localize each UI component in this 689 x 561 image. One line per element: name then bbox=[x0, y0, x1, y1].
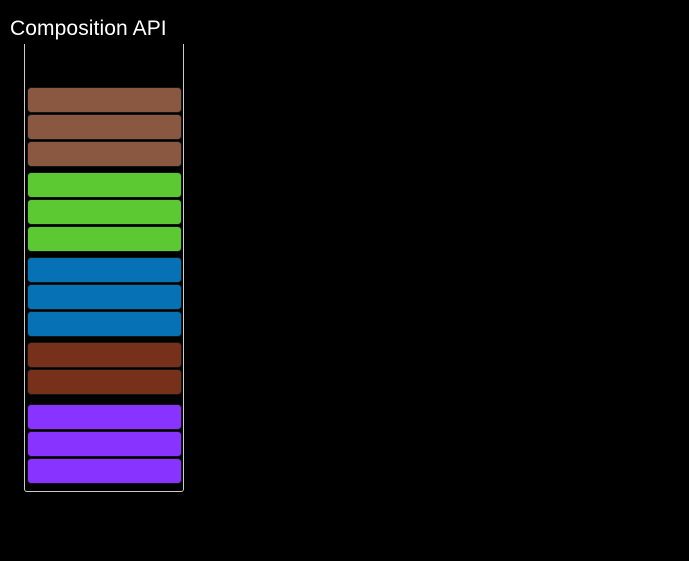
chart-bar[interactable] bbox=[27, 141, 182, 167]
bars-area bbox=[25, 44, 183, 491]
chart-bar[interactable] bbox=[27, 431, 182, 457]
page-title: Composition API bbox=[10, 17, 167, 40]
chart-bar[interactable] bbox=[27, 257, 182, 283]
chart-bar[interactable] bbox=[27, 458, 182, 484]
chart-bar[interactable] bbox=[27, 404, 182, 430]
chart-bar[interactable] bbox=[27, 226, 182, 252]
chart-bar[interactable] bbox=[27, 311, 182, 337]
chart-bar[interactable] bbox=[27, 284, 182, 310]
chart-bar[interactable] bbox=[27, 172, 182, 198]
chart-bar[interactable] bbox=[27, 369, 182, 395]
chart-bar[interactable] bbox=[27, 87, 182, 113]
chart-bar[interactable] bbox=[27, 199, 182, 225]
chart-bar[interactable] bbox=[27, 114, 182, 140]
chart-bar[interactable] bbox=[27, 342, 182, 368]
chart-frame bbox=[24, 44, 184, 492]
